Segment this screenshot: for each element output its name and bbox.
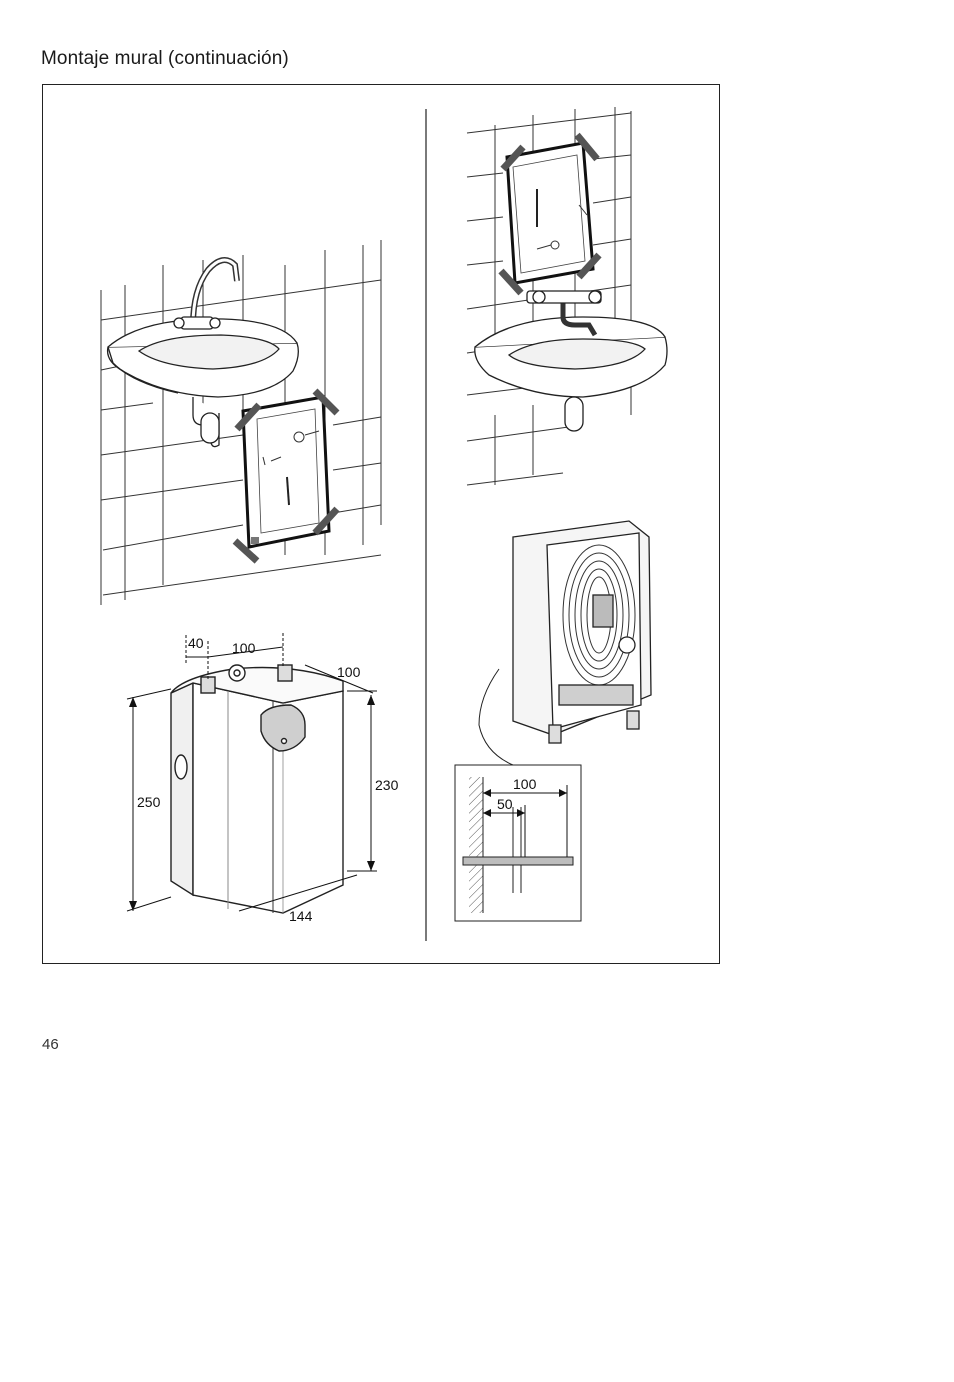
washbasin-right bbox=[474, 290, 668, 432]
page-number: 46 bbox=[42, 1036, 59, 1053]
dim-connection-spacing: 100 bbox=[232, 640, 256, 656]
open-unit-interior bbox=[512, 520, 652, 744]
dim-body-height: 230 bbox=[375, 777, 399, 793]
wall-detail-inset bbox=[454, 764, 582, 922]
dim-wall-distance-outer: 100 bbox=[513, 776, 537, 792]
water-heater-unit bbox=[170, 664, 344, 914]
dim-wall-distance-inner: 50 bbox=[497, 796, 513, 812]
dim-offset: 40 bbox=[188, 635, 204, 651]
dim-total-height: 250 bbox=[137, 794, 161, 810]
dim-depth: 100 bbox=[337, 664, 361, 680]
illustration-frame: 40 100 100 250 230 144 bbox=[42, 84, 720, 964]
page-title: Montaje mural (continuación) bbox=[41, 48, 289, 69]
mounting-template-right bbox=[498, 132, 602, 296]
installation-illustration: 40 100 100 250 230 144 bbox=[100, 107, 668, 941]
dimension-arrows bbox=[129, 695, 375, 911]
dimension-lines bbox=[126, 633, 377, 912]
mounting-template-left bbox=[232, 388, 340, 564]
washbasin-left bbox=[106, 257, 299, 448]
dim-width: 144 bbox=[289, 908, 313, 924]
